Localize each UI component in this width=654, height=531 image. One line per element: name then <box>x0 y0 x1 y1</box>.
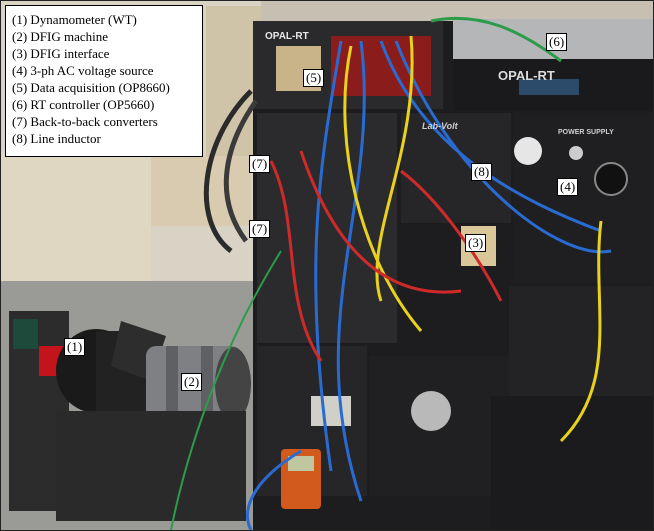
tag-dynamometer: (1) <box>64 338 86 356</box>
legend-item-dynamometer: (1) Dynamometer (WT) <box>12 12 137 27</box>
legend-item-data-acquisition: (5) Data acquisition (OP8660) <box>12 80 170 95</box>
power-supply-label: POWER SUPPLY <box>558 129 614 136</box>
tag-rt-controller: (6) <box>546 33 568 51</box>
legend-item-line-inductor: (8) Line inductor <box>12 131 101 146</box>
counter-wall <box>1 151 151 281</box>
tag-line-inductor: (8) <box>471 163 493 181</box>
legend-item-dfig-machine: (2) DFIG machine <box>12 29 109 44</box>
cables <box>170 16 612 530</box>
tag-dfig-interface: (3) <box>465 234 487 252</box>
cabinet-door <box>151 156 251 226</box>
converter-panel <box>257 113 397 343</box>
opal-rt-label-small: OPAL-RT <box>265 31 309 42</box>
opal-rt-label-large: OPAL-RT <box>498 68 555 83</box>
labvolt-label: Lab-Volt <box>422 121 458 131</box>
legend-item-rt-controller: (6) RT controller (OP5660) <box>12 97 155 112</box>
machine-bench <box>56 411 246 521</box>
legend-item-converters: (7) Back-to-back converters <box>12 114 158 129</box>
tag-converter-upper: (7) <box>249 155 271 173</box>
legend-item-dfig-interface: (3) DFIG interface <box>12 46 110 61</box>
legend-item-ac-voltage-source: (4) 3-ph AC voltage source <box>12 63 154 78</box>
legend-box: (1) Dynamometer (WT) (2) DFIG machine (3… <box>5 5 203 157</box>
tag-ac-voltage-source: (4) <box>557 178 579 196</box>
tag-dfig-machine: (2) <box>181 373 203 391</box>
tag-converter-lower: (7) <box>249 220 271 238</box>
tag-data-acquisition: (5) <box>303 69 325 87</box>
inductor-panel <box>401 113 511 223</box>
